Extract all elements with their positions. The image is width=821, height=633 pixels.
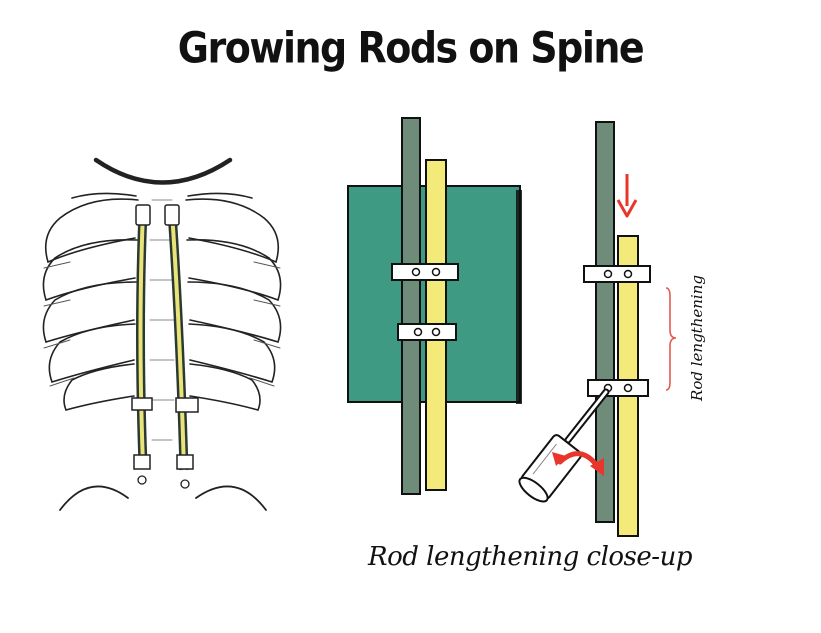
red-rotate-arrow-icon — [552, 451, 604, 476]
spinal-growing-rods — [131, 204, 199, 489]
rod-attachment-detail — [347, 117, 522, 495]
clamp-closeup-lower — [587, 379, 649, 397]
spine-rod-closeup — [595, 121, 615, 523]
clamp-lower — [397, 323, 457, 341]
screwdriver-icon — [518, 388, 610, 503]
pelvis-right — [195, 485, 267, 511]
spine-vertebrae — [149, 199, 175, 441]
rib-shading — [43, 261, 281, 387]
rib-cage-illustration — [42, 157, 282, 511]
rod-lengthening-label: Rod lengthening — [688, 275, 706, 401]
red-down-arrow-icon — [616, 174, 638, 218]
clamp-closeup-upper — [583, 265, 651, 283]
clamp-upper — [391, 263, 459, 281]
diagram-title: Growing Rods on Spine — [177, 23, 645, 73]
top-hook-right — [164, 204, 180, 226]
closeup-caption: Rod lengthening close-up — [368, 542, 692, 572]
top-hook-left — [135, 204, 151, 226]
pelvis-left — [59, 485, 129, 511]
rod-connector-left — [131, 397, 153, 411]
neck-arc — [93, 157, 233, 185]
length-bracket — [665, 287, 677, 391]
spine-rod — [401, 117, 421, 495]
bottom-anchor-right — [176, 454, 194, 470]
left-ribs — [42, 192, 139, 411]
rod-connector-right — [175, 397, 199, 413]
right-ribs — [185, 192, 282, 411]
lengthening-detail — [518, 121, 677, 537]
bottom-anchor-left — [133, 454, 151, 470]
